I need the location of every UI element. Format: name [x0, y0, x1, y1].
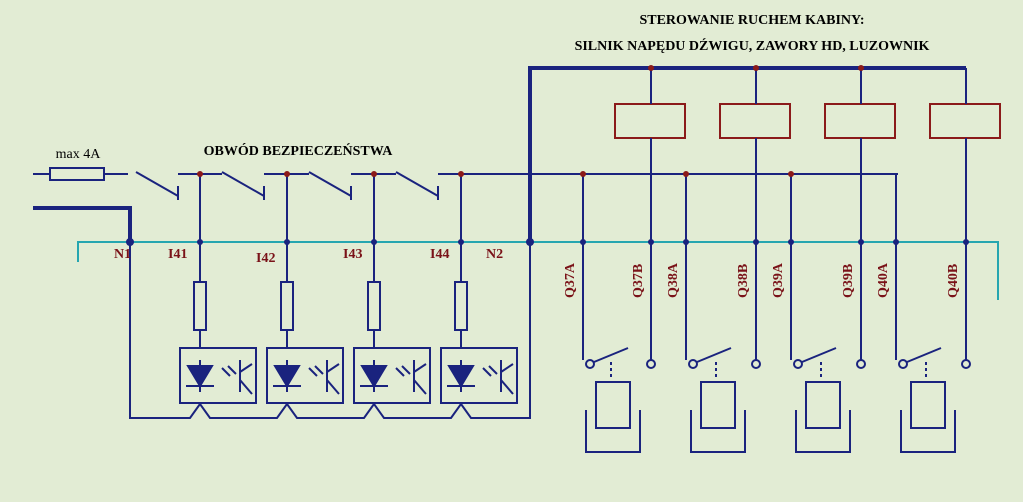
node-q38b: Q38B	[736, 264, 751, 298]
fuse-label: max 4A	[56, 147, 102, 162]
node-i41: I41	[168, 247, 187, 262]
node-q40a: Q40A	[876, 262, 891, 298]
safety-chain	[135, 171, 898, 200]
node-n2: N2	[486, 247, 503, 262]
supply-line-left	[33, 206, 132, 242]
bus-line	[77, 241, 999, 300]
title-line2: SILNIK NAPĘDU DŹWIGU, ZAWORY HD, LUZOWNI…	[575, 37, 930, 54]
node-q37a: Q37A	[563, 262, 578, 298]
node-q39a: Q39A	[771, 262, 786, 298]
relay-coils	[614, 103, 1001, 139]
node-q39b: Q39B	[841, 264, 856, 298]
safety-circuit-label: OBWÓD BEZPIECZEŃSTWA	[204, 142, 394, 159]
node-i42: I42	[256, 251, 275, 266]
relay-contacts	[585, 347, 971, 453]
node-q38a: Q38A	[666, 262, 681, 298]
node-i44: I44	[430, 247, 449, 262]
node-i43: I43	[343, 247, 362, 262]
node-n1: N1	[114, 247, 131, 262]
optocouplers	[179, 347, 518, 404]
node-q37b: Q37B	[631, 264, 646, 298]
fuse-symbol	[49, 167, 105, 181]
supply-line-top	[528, 66, 966, 242]
title-line1: STEROWANIE RUCHEM KABINY:	[639, 13, 864, 28]
node-q40b: Q40B	[946, 264, 961, 298]
